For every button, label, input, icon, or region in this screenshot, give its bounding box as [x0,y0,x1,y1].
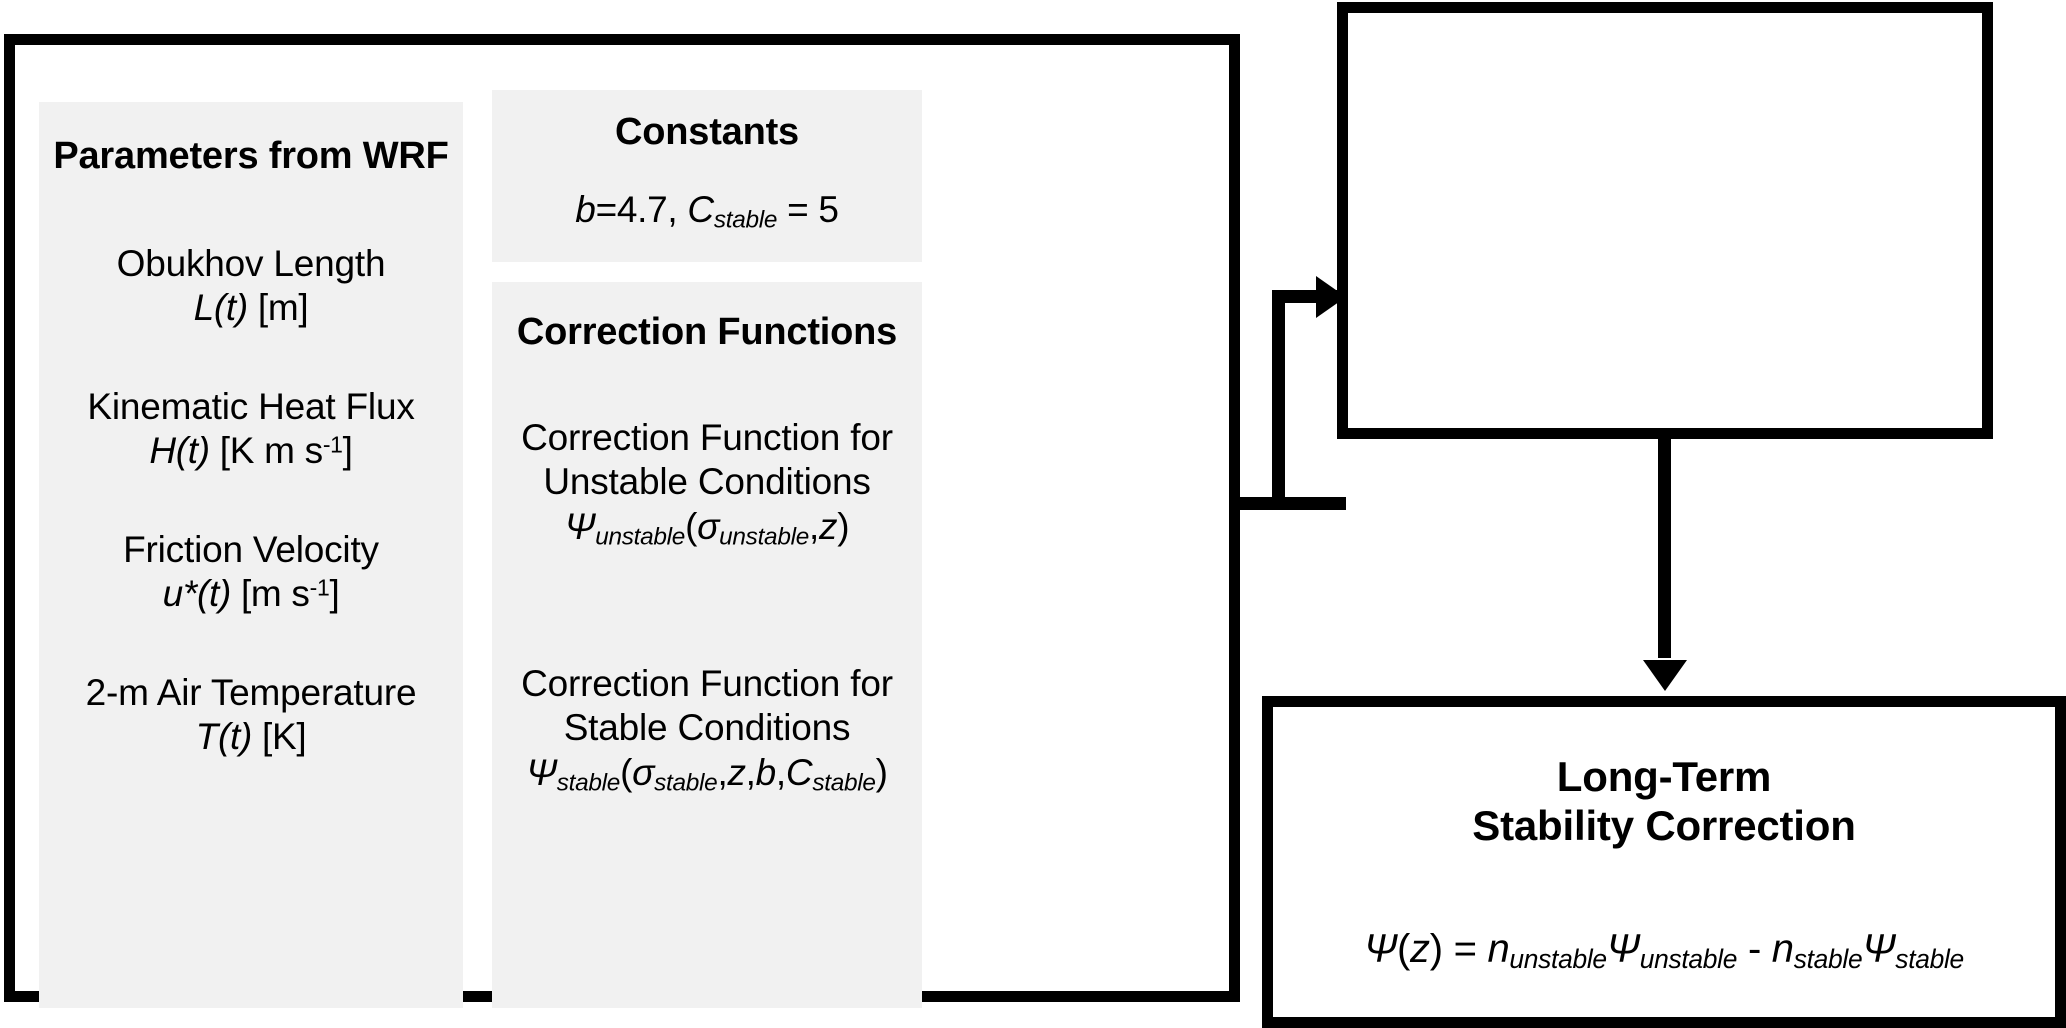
correction-entry-description-line1: Correction Function for [521,417,893,458]
connector-inputs-to-intermediate-arrowhead [1316,276,1346,318]
constants-panel: Constants b=4.7, Cstable = 5 [492,90,922,262]
parameter-symbol-text: L(t) [193,287,249,329]
correction-entry-description-line1: Correction Function for [521,663,893,704]
parameter-symbol: T(t) [K] [195,716,307,758]
constant-b-value: =4.7, [595,189,688,230]
constant-b-label: b [575,189,596,230]
correction-functions-heading: Correction Functions [516,311,898,353]
parameter-kinematic-heat-flux: Kinematic Heat Flux H(t) [K m s-1] [39,385,463,474]
correction-entry-description-line2: Stable Conditions [563,707,851,749]
parameter-symbol-text: u*(t) [162,573,232,615]
inputs-container: Parameters from WRF Obukhov Length L(t) … [4,34,1240,1008]
connector-intermediate-to-output-arrowhead [1643,660,1687,691]
correction-entry-description-line2: Unstable Conditions [543,461,871,503]
parameter-name: Kinematic Heat Flux [87,386,415,427]
output-container: Long-Term Stability Correction Ψ(z) = nu… [1262,696,2066,1028]
parameter-symbol: H(t) [K m s-1] [149,430,353,472]
parameter-obukhov-length: Obukhov Length L(t) [m] [39,242,463,331]
parameter-name: Obukhov Length [116,243,386,284]
parameter-symbol: u*(t) [m s-1] [162,573,340,615]
correction-entry-unstable: Correction Function for Unstable Conditi… [492,416,922,551]
parameter-name: Friction Velocity [123,529,379,570]
output-equation: Ψ(z) = nunstableΨunstable - nstableΨstab… [1364,927,1964,974]
intermediate-quantities-container: Intermediate Quantities σstable(H,T,u∗) … [1337,2,1993,439]
parameter-symbol-text: H(t) [149,430,210,472]
correction-entry-formula: Ψstable(σstable,z,b,Cstable) [526,751,888,797]
constants-panel-heading: Constants [615,111,799,153]
connector-inputs-to-intermediate-vertical [1272,290,1285,505]
parameter-symbol-text: T(t) [195,716,253,758]
output-heading-line1: Long-Term [1556,753,1772,800]
parameter-friction-velocity: Friction Velocity u*(t) [m s-1] [39,528,463,617]
parameters-panel: Parameters from WRF Obukhov Length L(t) … [39,102,463,1008]
output-heading-line2: Stability Correction [1472,802,1856,849]
constant-c-value: = 5 [777,189,839,230]
parameter-name: 2-m Air Temperature [85,672,417,713]
connector-inputs-to-intermediate-horizontal-bottom [1236,497,1346,510]
correction-functions-panel: Correction Functions Correction Function… [492,282,922,1008]
parameters-panel-heading: Parameters from WRF [53,135,449,177]
constant-c-subscript: stable [713,206,778,234]
parameter-air-temperature: 2-m Air Temperature T(t) [K] [39,671,463,760]
correction-entry-formula: Ψunstable(σunstable,z) [564,505,850,551]
constant-c-label: C [687,189,714,230]
correction-entry-stable: Correction Function for Stable Condition… [492,662,922,797]
constants-values: b=4.7, Cstable = 5 [492,188,922,235]
parameter-symbol: L(t) [m] [193,287,309,329]
connector-intermediate-to-output-vertical [1658,430,1671,658]
